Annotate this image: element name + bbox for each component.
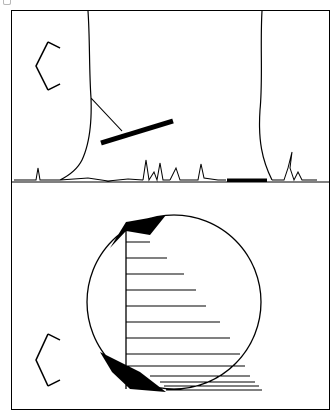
wedge-bottom bbox=[100, 352, 166, 392]
wedge-top bbox=[110, 215, 166, 248]
tree-trunk-left-inner bbox=[90, 97, 123, 132]
back-arrow-top-outline bbox=[35, 41, 61, 91]
tree-trunk-right bbox=[258, 10, 273, 181]
ground-line bbox=[14, 151, 317, 182]
corner-tab-icon bbox=[3, 0, 11, 5]
back-arrow-top-icon[interactable] bbox=[35, 41, 61, 91]
tree-trunk-left bbox=[59, 10, 92, 181]
tilted-bar bbox=[100, 118, 174, 146]
diagram-circle bbox=[86, 214, 262, 390]
horizontal-lines bbox=[126, 241, 262, 391]
panel-frame bbox=[11, 10, 330, 410]
back-arrow-bottom-icon[interactable] bbox=[35, 333, 61, 387]
